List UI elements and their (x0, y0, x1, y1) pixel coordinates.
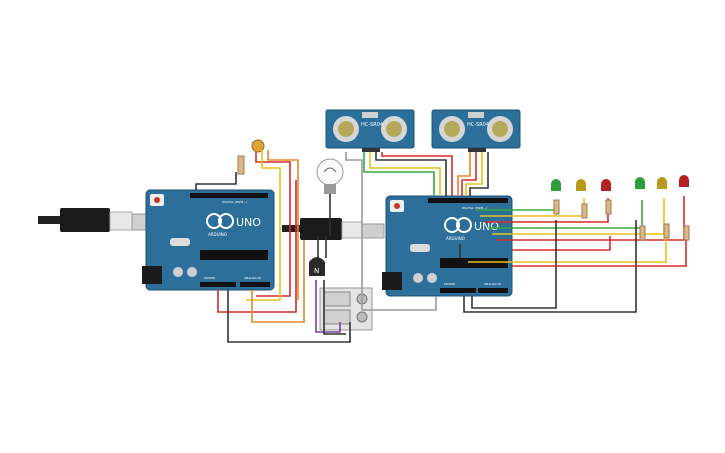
led-group-a (551, 179, 612, 219)
left-board-logo: ARDUINO (208, 232, 227, 237)
resistor-a3 (605, 199, 612, 215)
led-red-b (679, 175, 689, 187)
led-red-a (601, 179, 611, 191)
right-board-header-analog: ANALOG IN (484, 282, 501, 286)
sensor-1-label: HC-SR04 (361, 122, 383, 128)
transistor-label: N (314, 267, 319, 275)
usb-cable-left (38, 208, 155, 232)
left-board-header-digital: DIGITAL (PWM~) (222, 200, 247, 204)
right-board-brand: UNO (474, 220, 499, 233)
resistor-ldr (237, 155, 245, 175)
resistor-a1 (553, 199, 560, 215)
ultrasonic-sensor-1: HC-SR04 (325, 109, 415, 152)
arduino-uno-right: UNO ARDUINO DIGITAL (PWM~) POWER ANALOG … (382, 195, 513, 297)
resistor-b2 (663, 223, 670, 239)
arduino-uno-left: UNO ARDUINO DIGITAL (PWM~) POWER ANALOG … (142, 189, 275, 291)
photoresistor (251, 139, 265, 153)
led-green-a (551, 179, 561, 191)
led-green-b (635, 177, 645, 189)
usb-cable-right (282, 218, 385, 240)
left-board-header-power: POWER (204, 276, 215, 280)
sensor-2-label: HC-SR04 (467, 122, 489, 128)
left-board-brand: UNO (236, 216, 261, 229)
transistor: N (309, 257, 325, 276)
resistor-b3 (683, 225, 690, 241)
resistor-a2 (581, 203, 588, 219)
right-board-header-digital: DIGITAL (PWM~) (462, 206, 487, 210)
led-group-b (635, 175, 690, 241)
ultrasonic-sensor-2: HC-SR04 (431, 109, 521, 152)
light-bulb (316, 158, 344, 194)
right-board-header-power: POWER (444, 282, 455, 286)
led-yellow-a (576, 179, 586, 191)
left-board-header-analog: ANALOG IN (244, 276, 261, 280)
led-yellow-b (657, 177, 667, 189)
right-board-logo: ARDUINO (446, 236, 465, 241)
relay-module (319, 287, 373, 331)
resistor-b1 (639, 225, 646, 241)
